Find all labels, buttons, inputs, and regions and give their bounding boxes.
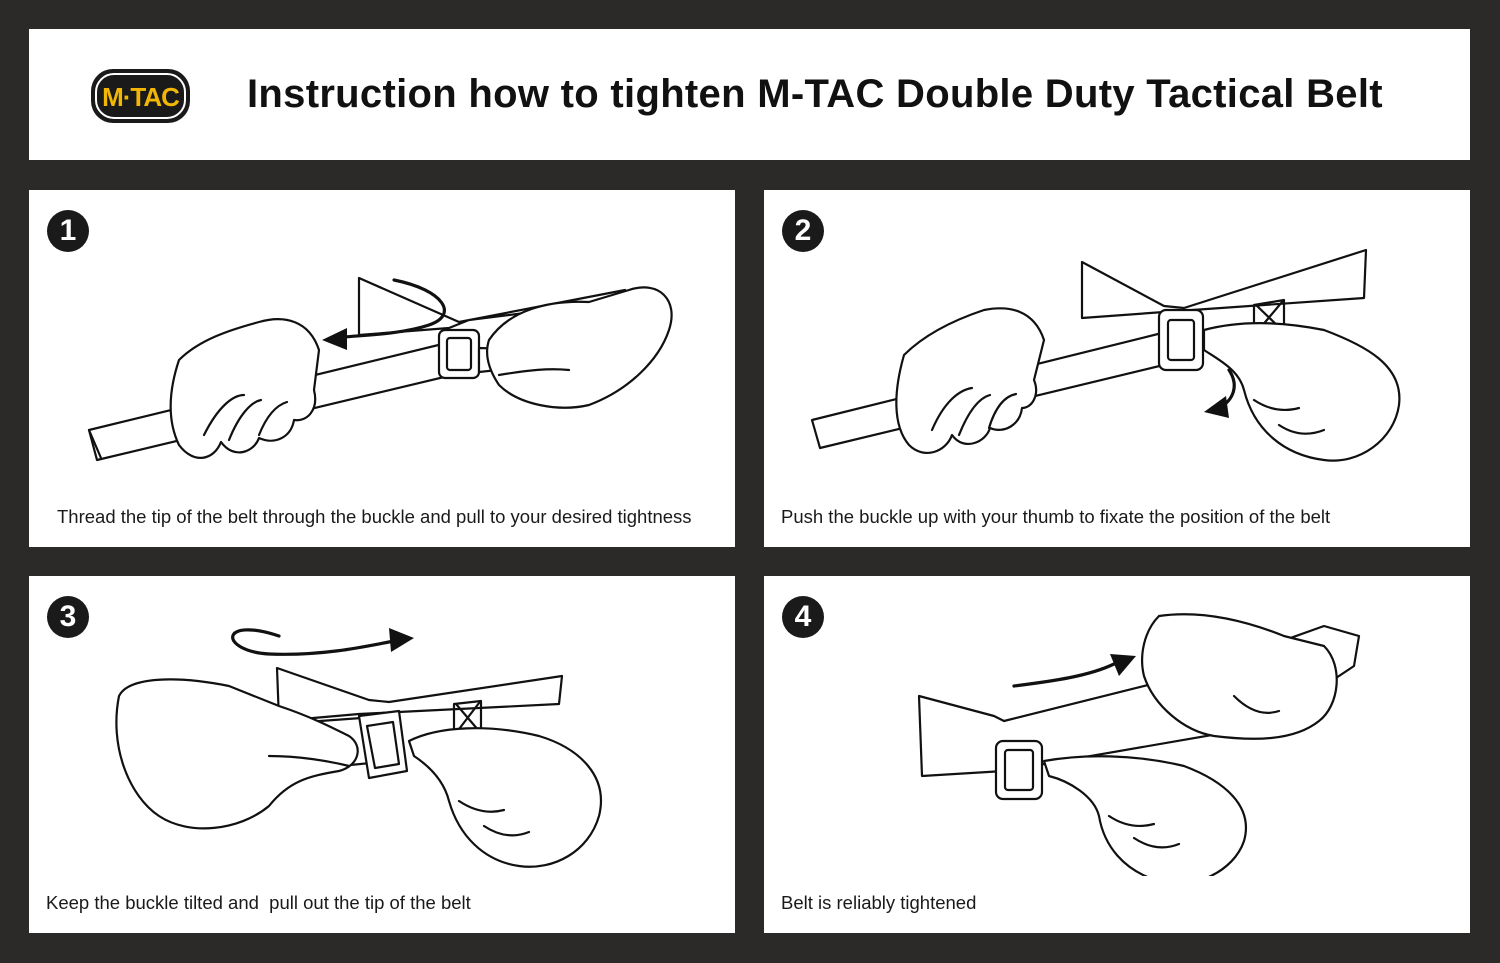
step-4-illustration: [917, 613, 1361, 876]
step-number-badge: 3: [47, 596, 89, 638]
header-banner: M·TAC Instruction how to tighten M-TAC D…: [29, 29, 1470, 160]
step-panel-2: 2 Push the buckle up with your thumb to …: [764, 190, 1470, 547]
step-caption: Thread the tip of the belt through the b…: [57, 506, 692, 527]
mtac-logo: M·TAC: [89, 67, 192, 125]
step-panel-4: 4 Belt is reliably tightened: [764, 576, 1470, 933]
step-2-illustration: [810, 248, 1401, 462]
step-3-illustration: [115, 628, 602, 868]
step-caption: Push the buckle up with your thumb to fi…: [781, 506, 1331, 527]
step-number-badge: 2: [782, 210, 824, 252]
svg-text:M·TAC: M·TAC: [102, 82, 180, 112]
step-panel-1: 1 Thread the tip of the belt through the…: [29, 190, 735, 547]
step-number-badge: 4: [782, 596, 824, 638]
step-caption: Belt is reliably tightened: [781, 892, 977, 913]
step-1-illustration: [87, 276, 673, 462]
step-panel-3: 3 Keep the buckle tilted and pull out th…: [29, 576, 735, 933]
step-caption: Keep the buckle tilted and pull out the …: [46, 892, 471, 913]
page-title: Instruction how to tighten M-TAC Double …: [247, 72, 1383, 116]
step-number-badge: 1: [47, 210, 89, 252]
